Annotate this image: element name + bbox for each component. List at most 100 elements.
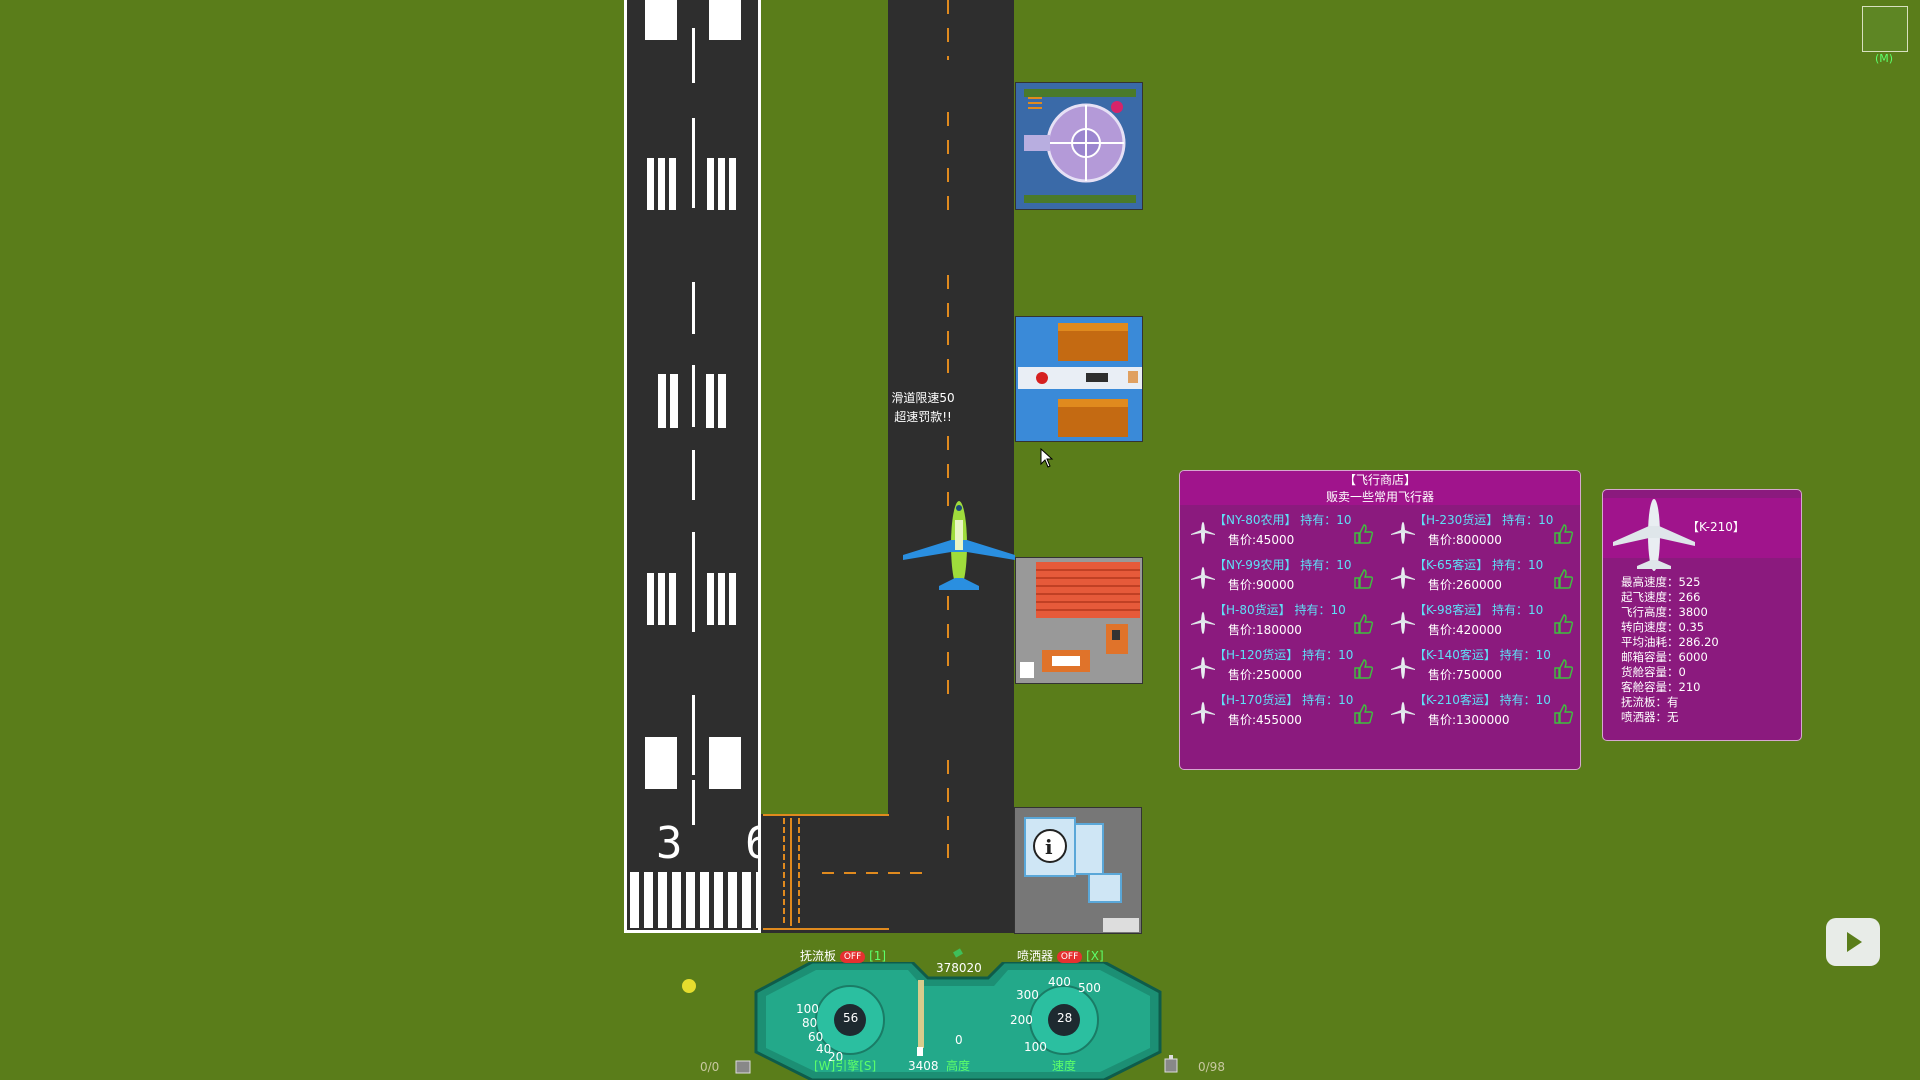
shop-item-name: 【NY-99农用】 持有：10	[1214, 558, 1352, 572]
passenger-count: 0/98	[1198, 1060, 1225, 1074]
aircraft-thumb-icon	[1391, 702, 1415, 724]
money-icon	[953, 948, 963, 958]
money-value: 378020	[936, 961, 982, 975]
cargo-terminal-building[interactable]	[1015, 316, 1143, 442]
runway-marking	[707, 158, 714, 210]
runway-marking	[669, 158, 676, 210]
detail-aircraft-name: 【K-210】	[1687, 520, 1745, 534]
detail-stat: 起飞速度：266	[1621, 590, 1701, 604]
taxiway-centerline	[947, 112, 949, 222]
player-airplane[interactable]	[899, 500, 1019, 596]
shop-item-name: 【H-170货运】 持有：10	[1214, 693, 1354, 707]
spoiler-state-badge[interactable]: OFF	[839, 950, 866, 963]
shop-item-price: 售价:90000	[1228, 578, 1295, 592]
runway-marking	[729, 158, 736, 210]
runway-centerline	[692, 365, 695, 427]
buy-thumbs-up-icon[interactable]	[1352, 523, 1374, 545]
spoiler-key-hint: [1]	[869, 949, 887, 963]
buy-thumbs-up-icon[interactable]	[1552, 523, 1574, 545]
buy-thumbs-up-icon[interactable]	[1352, 703, 1374, 725]
runway-marking	[645, 0, 677, 40]
info-icon: i	[1024, 817, 1139, 932]
buy-thumbs-up-icon[interactable]	[1552, 568, 1574, 590]
detail-stat: 平均油耗：286.20	[1621, 635, 1719, 649]
shop-item-price: 售价:180000	[1228, 623, 1302, 637]
shop-item-price: 售价:1300000	[1428, 713, 1510, 727]
sprayer-state-badge[interactable]: OFF	[1056, 950, 1083, 963]
shop-item[interactable]: 【K-65客运】 持有：10 售价:260000	[1390, 556, 1590, 600]
mouse-cursor-icon	[1040, 448, 1054, 468]
minimap-key-label: (M)	[1875, 52, 1894, 65]
info-center-building[interactable]: i	[1014, 807, 1142, 934]
holding-line	[783, 818, 785, 926]
detail-header	[1603, 498, 1801, 558]
buy-thumbs-up-icon[interactable]	[1552, 613, 1574, 635]
minimap[interactable]	[1862, 6, 1908, 52]
fuel-value: 3408	[908, 1059, 939, 1073]
runway-number: 3 6	[656, 818, 790, 869]
passenger-icon	[1164, 1055, 1178, 1073]
detail-stat: 客舱容量：210	[1621, 680, 1701, 694]
runway-marking	[658, 374, 666, 428]
engine-tick: 100	[796, 1002, 819, 1016]
aircraft-thumb-icon	[1391, 567, 1415, 589]
runway-threshold	[630, 872, 758, 928]
speed-limit-sign: 滑道限速50 超速罚款!!	[880, 389, 966, 427]
taxiway-edge	[763, 814, 889, 816]
cargo-count: 0/0	[700, 1060, 720, 1074]
airliner-icon	[1613, 499, 1695, 571]
shop-item-name: 【H-80货运】 持有：10	[1214, 603, 1346, 617]
hangar-icon	[1020, 562, 1140, 678]
runway-marking	[709, 737, 741, 789]
buy-thumbs-up-icon[interactable]	[1352, 568, 1374, 590]
aircraft-thumb-icon	[1191, 657, 1215, 679]
buy-thumbs-up-icon[interactable]	[1552, 658, 1574, 680]
altitude-value: 0	[955, 1033, 963, 1047]
radar-hangar-building[interactable]	[1015, 82, 1143, 210]
aircraft-thumb-icon	[1391, 657, 1415, 679]
runway-marking	[670, 374, 678, 428]
shop-item-name: 【K-140客运】 持有：10	[1414, 648, 1551, 662]
sprayer-toggle[interactable]: 喷洒器 OFF [X]	[1017, 947, 1104, 964]
taxiway	[888, 0, 1014, 933]
runway-marking	[707, 573, 714, 625]
taxiway-centerline	[947, 275, 949, 385]
shop-header	[1180, 471, 1580, 505]
runway-centerline	[692, 695, 695, 775]
buy-thumbs-up-icon[interactable]	[1352, 613, 1374, 635]
shop-item[interactable]: 【H-80货运】 持有：10 售价:180000	[1190, 601, 1390, 645]
speed-gauge-ticks: 100 200 300 400 500	[1010, 975, 1104, 1055]
runway-marking	[658, 573, 665, 625]
shop-item-name: 【K-65客运】 持有：10	[1414, 558, 1544, 572]
fuel-icon	[917, 1047, 923, 1056]
runway-centerline	[692, 532, 695, 632]
engine-tick: 20	[828, 1050, 844, 1064]
runway-marking	[706, 374, 714, 428]
runway-centerline	[692, 118, 695, 208]
engine-tick: 60	[808, 1030, 824, 1044]
hangar-building[interactable]	[1015, 557, 1143, 684]
shop-item-name: 【H-230货运】 持有：10	[1414, 513, 1554, 527]
buy-thumbs-up-icon[interactable]	[1552, 703, 1574, 725]
replay-button[interactable]	[1826, 918, 1880, 966]
speed-tick: 400	[1048, 975, 1071, 989]
speed-limit-text: 滑道限速50	[891, 391, 955, 405]
radar-dish-icon	[1024, 89, 1136, 203]
speed-tick: 200	[1010, 1013, 1033, 1027]
runway-marking	[647, 573, 654, 625]
shop-item-price: 售价:260000	[1428, 578, 1502, 592]
buy-thumbs-up-icon[interactable]	[1352, 658, 1374, 680]
shop-item[interactable]: 【NY-99农用】 持有：10 售价:90000	[1190, 556, 1390, 600]
speed-value: 28	[1057, 1011, 1073, 1025]
spoiler-toggle[interactable]: 抚流板 OFF [1]	[800, 947, 886, 964]
runway-marking	[647, 158, 654, 210]
cargo-containers-icon	[1018, 323, 1142, 437]
